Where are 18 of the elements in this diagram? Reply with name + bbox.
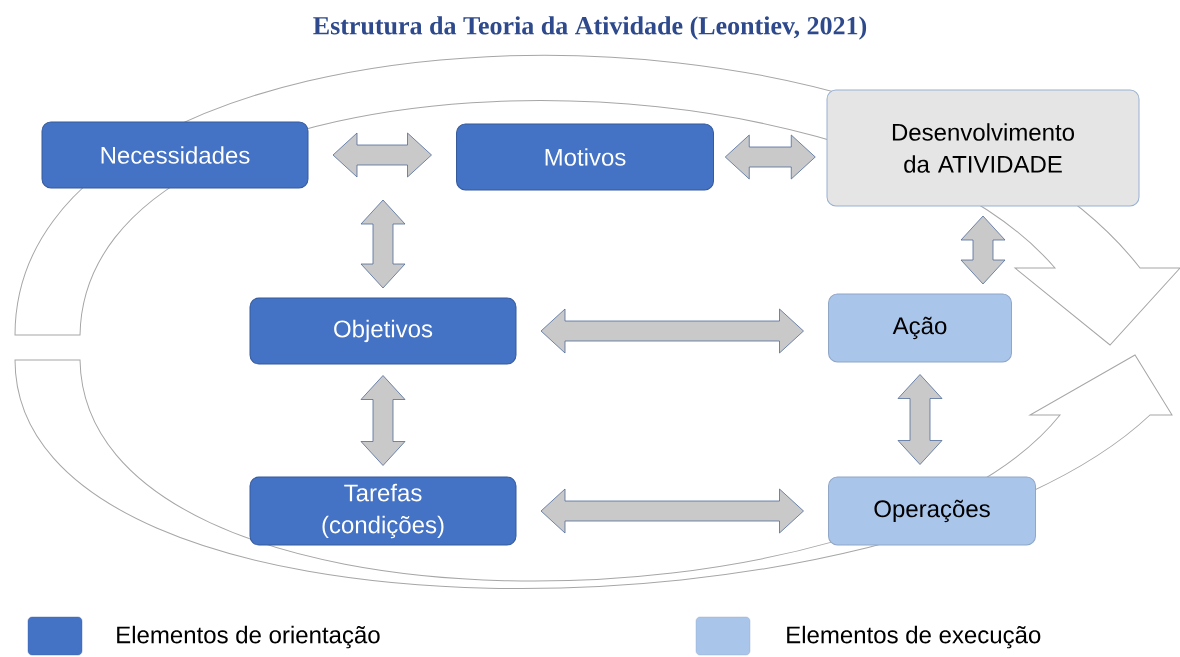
legend-label: Elementos de orientação xyxy=(117,625,380,649)
double-arrow xyxy=(360,375,406,466)
activity-box: Desenvolvimento da ATIVIDADE xyxy=(826,89,1140,207)
double-arrow xyxy=(332,132,432,178)
double-arrow xyxy=(724,134,816,180)
execution-box: Ação xyxy=(828,293,1012,363)
orientation-box: Motivos xyxy=(456,123,714,191)
execution-box: Operações xyxy=(828,476,1036,546)
double-arrow xyxy=(360,199,406,289)
orientation-box: Necessidades xyxy=(41,121,309,189)
orientation-box: Tarefas (condições) xyxy=(249,476,517,546)
orientation-box: Objetivos xyxy=(249,297,517,365)
legend-label: Elementos de execução xyxy=(787,625,1041,649)
double-arrow xyxy=(897,374,943,465)
double-arrow xyxy=(540,488,804,534)
title: Estrutura da Teoria da Atividade (Leontiev, 2021) xyxy=(313,16,867,40)
double-arrow xyxy=(960,215,1006,285)
double-arrow xyxy=(540,308,804,354)
